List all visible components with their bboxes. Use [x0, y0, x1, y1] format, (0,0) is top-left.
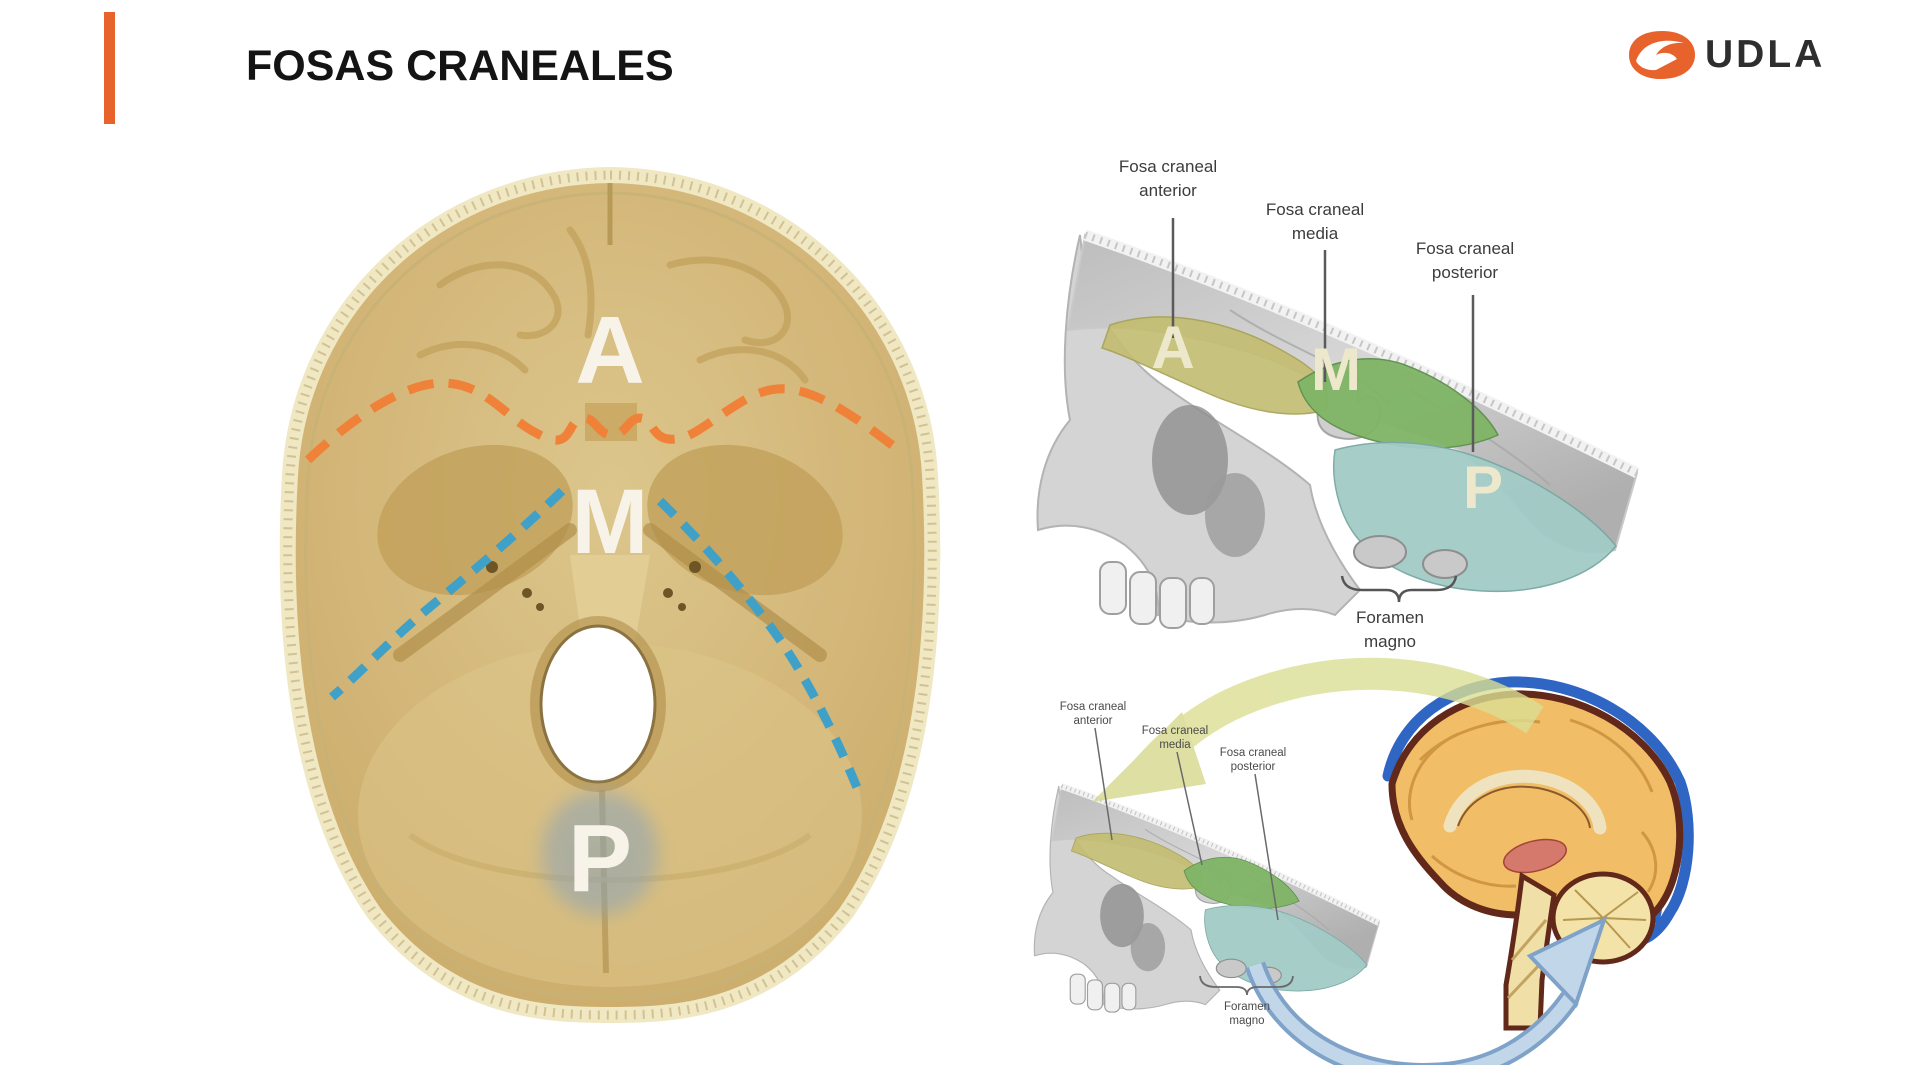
label-foramen-line1: Foramen: [1356, 608, 1424, 627]
label-fossa-anterior-line2: anterior: [1139, 181, 1197, 200]
posterior-letter-halo: [542, 791, 658, 915]
skull-base-figure: A M P: [279, 166, 941, 1024]
label-fossa-anterior-line1: Fosa craneal: [1119, 157, 1217, 176]
skull-inner-rim: [304, 191, 916, 999]
accent-bar: [104, 12, 115, 124]
top-diagram-pointer-lines: [1171, 218, 1475, 452]
label-sm-fossa-posterior-line2: posterior: [1231, 761, 1276, 773]
brain-figure: [1382, 676, 1694, 1031]
posterior-arrow: [1245, 916, 1608, 1065]
brainstem: [1503, 871, 1557, 1031]
label-sm-foramen-line2: magno: [1229, 1015, 1264, 1027]
label-sm-fossa-media-line1: Fosa craneal: [1142, 725, 1208, 737]
midbrain-pink: [1502, 838, 1568, 874]
sagittal-skull-top: [1037, 235, 1637, 628]
label-foramen-line2: magno: [1364, 632, 1416, 651]
label-sm-fossa-anterior-line2: anterior: [1074, 715, 1113, 727]
skull-letter-anterior: A: [575, 297, 644, 404]
diagram-letter-posterior: P: [1463, 454, 1503, 521]
sagittal-figures: Fosa craneal anterior Fosa craneal media…: [1030, 157, 1694, 1065]
diagram-letter-media: M: [1311, 336, 1361, 403]
bottom-diagram-pointer-lines: [1094, 727, 1279, 921]
skull-letter-media: M: [572, 471, 649, 573]
brainstem-hatch: [1506, 919, 1548, 1000]
label-fossa-media-line1: Fosa craneal: [1266, 200, 1364, 219]
skull-letter-posterior: P: [568, 805, 632, 912]
media-posterior-boundary-line-left: [329, 487, 566, 701]
label-fossa-media-line2: media: [1292, 224, 1339, 243]
accent-bar-rect: [104, 12, 115, 124]
label-sm-fossa-anterior-line1: Fosa craneal: [1060, 701, 1126, 713]
label-fossa-posterior-line2: posterior: [1432, 263, 1498, 282]
udla-logo-text: UDLA: [1705, 33, 1826, 76]
skull-rim-texture: [283, 170, 937, 1020]
corpus-callosum-edge: [1457, 785, 1591, 829]
anterior-media-boundary-line: [304, 378, 903, 464]
foramen-brace-top: [1340, 575, 1458, 603]
udla-logo: UDLA: [1628, 30, 1825, 80]
diagram-letter-anterior: A: [1151, 314, 1194, 381]
foramen-magnum-opening: [539, 624, 657, 784]
sagittal-skull-bottom: [1034, 786, 1379, 1012]
anterior-arrow: [1092, 657, 1544, 802]
page-title: FOSAS CRANEALES: [246, 42, 674, 90]
dura-band: [1382, 676, 1694, 947]
corpus-callosum: [1443, 769, 1607, 835]
media-posterior-boundary-line-right: [656, 497, 865, 797]
label-sm-fossa-posterior-line1: Fosa craneal: [1220, 747, 1286, 759]
middle-fossa-texture: [377, 403, 843, 662]
foramen-brace-bottom: [1199, 975, 1294, 996]
label-sm-foramen-line1: Foramen: [1224, 1001, 1270, 1013]
anterior-fossa-texture: [416, 226, 809, 384]
label-fossa-posterior-line1: Fosa craneal: [1416, 239, 1514, 258]
label-sm-fossa-media-line2: media: [1159, 739, 1191, 751]
udla-logo-icon: [1629, 31, 1695, 79]
